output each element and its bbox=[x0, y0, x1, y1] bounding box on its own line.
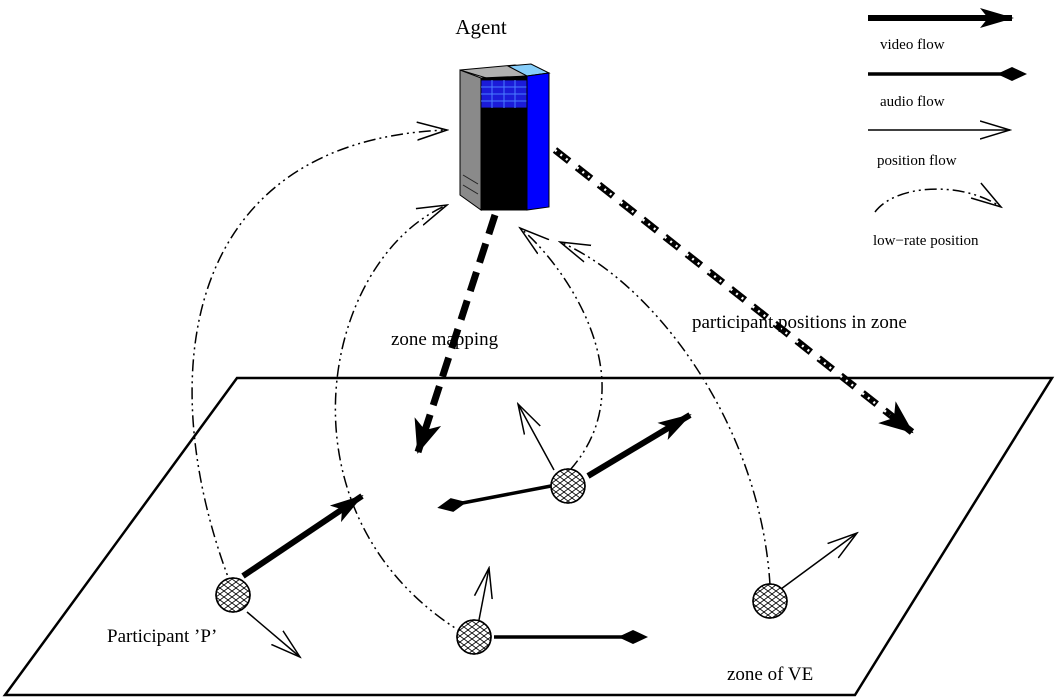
legend-low-rate-label: low−rate position bbox=[873, 233, 979, 249]
agent-label: Agent bbox=[455, 15, 506, 39]
legend-position-label: position flow bbox=[877, 153, 957, 169]
server-tower-icon bbox=[459, 63, 551, 211]
participant-node-icon bbox=[550, 468, 586, 504]
zone-mapping-arrow bbox=[414, 213, 499, 454]
position-flow-arrow bbox=[518, 404, 555, 471]
position-flow-arrow bbox=[479, 568, 489, 621]
audio-flow-arrow bbox=[437, 484, 552, 512]
participant-node-icon bbox=[215, 577, 251, 613]
participant-node-icon bbox=[752, 583, 788, 619]
low-rate-arc-center bbox=[520, 228, 603, 471]
zone-mapping-label: zone mapping bbox=[391, 329, 499, 350]
video-flow-arrow bbox=[586, 412, 692, 479]
participant-p-label: Participant ’P’ bbox=[107, 626, 217, 647]
participant-positions-arrow bbox=[552, 147, 915, 435]
participant-positions-label: participant positions in zone bbox=[692, 312, 907, 333]
video-flow-arrow bbox=[241, 493, 364, 579]
legend-audio-label: audio flow bbox=[880, 94, 945, 110]
legend-video-label: video flow bbox=[880, 37, 945, 53]
low-rate-arcs bbox=[191, 130, 771, 637]
zone-of-ve-label: zone of VE bbox=[727, 664, 813, 685]
legend-low-rate-swatch bbox=[874, 189, 1001, 213]
position-flow-arrow bbox=[246, 611, 300, 657]
low-rate-arc-participant-p bbox=[191, 130, 447, 591]
participant-node-icon bbox=[456, 619, 492, 655]
zone-plane bbox=[2, 376, 1055, 697]
position-flow-arrow bbox=[780, 533, 857, 590]
low-rate-arc-right bbox=[560, 242, 771, 586]
low-rate-arc-bottom bbox=[334, 205, 469, 637]
legend: video flow audio flow position flow low−… bbox=[868, 8, 1027, 249]
